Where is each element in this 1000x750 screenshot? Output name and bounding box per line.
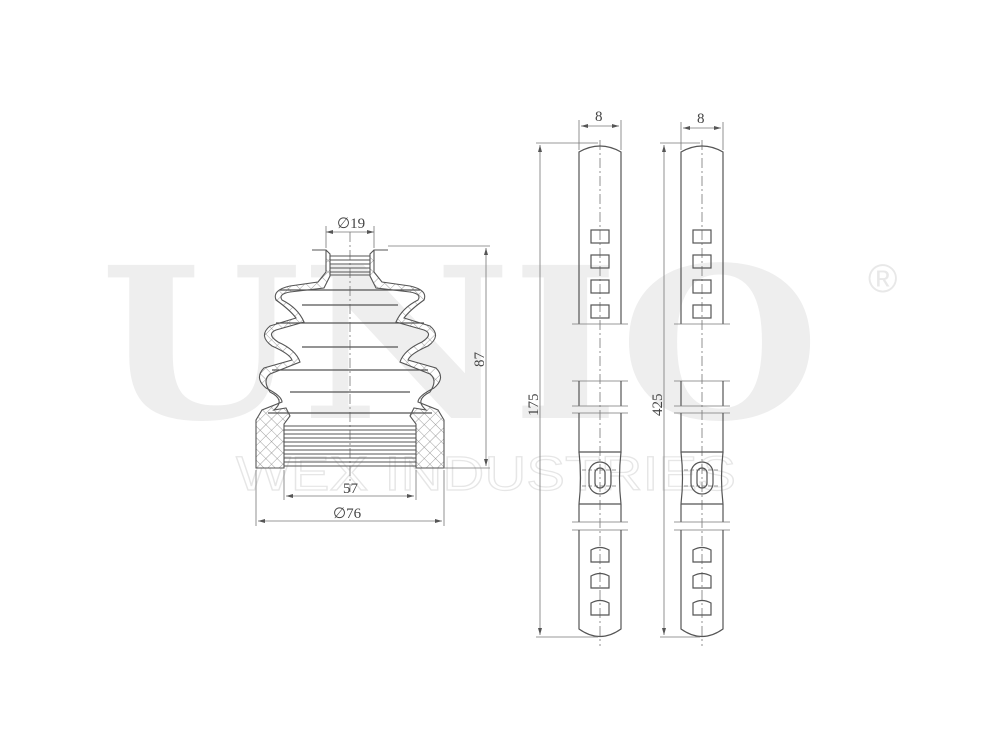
dim-height: 87	[388, 245, 490, 469]
registered-mark: ®	[868, 257, 897, 301]
boot-inner-lines	[268, 289, 432, 414]
dim-height-label: 87	[472, 352, 488, 368]
strap-right-width-label: 8	[697, 111, 705, 127]
watermark-brand: UNIO	[100, 221, 820, 468]
dim-top-diameter: ∅19	[325, 216, 375, 248]
strap-left-length-label: 175	[526, 394, 542, 417]
strap-right: 8 425	[650, 111, 730, 646]
dim-outer-diameter: ∅76	[255, 470, 445, 526]
boot-neck-grooves	[330, 255, 370, 276]
dim-inner-width-label: 57	[343, 481, 359, 497]
dim-top-diameter-label: ∅19	[337, 216, 365, 232]
strap-left: 8 175	[526, 109, 628, 646]
dim-outer-diameter-label: ∅76	[333, 506, 362, 522]
cv-boot: ∅19 87 57 ∅76	[255, 216, 490, 526]
dim-inner-width: 57	[283, 470, 417, 500]
watermark: UNIO ® WEX INDUSTRIES	[100, 221, 897, 502]
boot-bottom-grooves	[284, 425, 416, 467]
strap-left-width-label: 8	[595, 109, 603, 125]
strap-right-length-label: 425	[650, 394, 666, 417]
